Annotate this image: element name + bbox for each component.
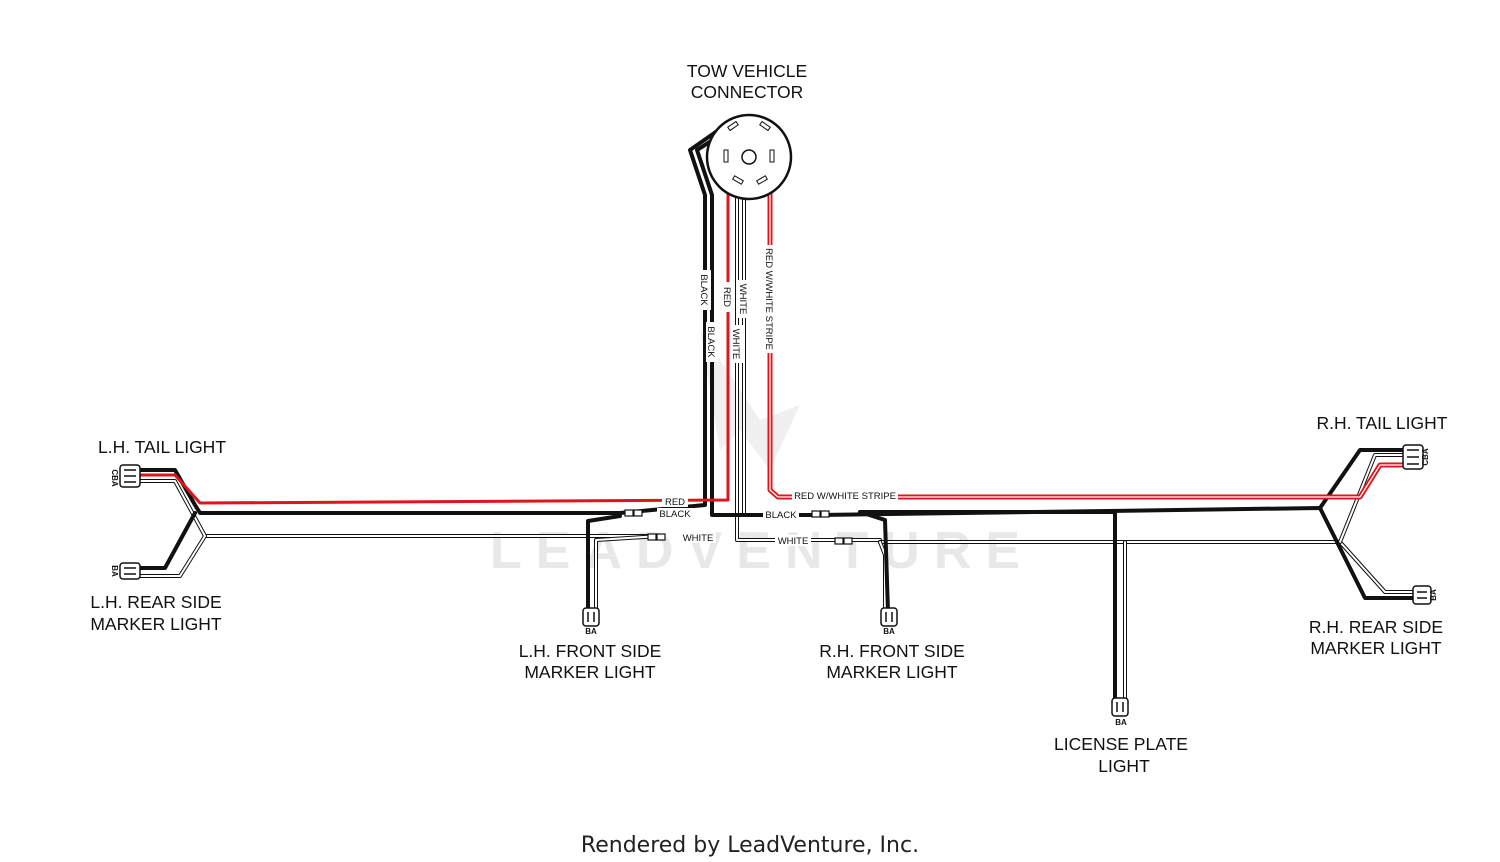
white-wire-label-1: WHITE <box>730 329 741 360</box>
red-wire-label: RED <box>721 287 732 307</box>
red-white-stripe-wire-label-horizontal: RED W/WHITE STRIPE <box>794 491 896 502</box>
pin-labels: CBA BA BA BA BA CBA BA <box>110 448 1438 727</box>
component-labels: TOW VEHICLE CONNECTOR L.H. TAIL LIGHT L.… <box>90 61 1447 776</box>
tow-vehicle-connector <box>705 113 793 201</box>
black-wire-label-1: BLACK <box>698 274 709 306</box>
lh-rear-pin-label: BA <box>110 565 119 577</box>
license-plate-light-label-line2: LIGHT <box>1098 756 1150 776</box>
rh-tail-light-connector <box>1402 444 1424 470</box>
wire-labels: BLACK BLACK RED WHITE WHITE RED W/WHITE … <box>657 245 898 547</box>
white-wire-label-2: WHITE <box>737 284 748 315</box>
rh-tail-light-label: R.H. TAIL LIGHT <box>1317 413 1448 433</box>
rh-front-side-marker-label-line1: R.H. FRONT SIDE <box>819 641 965 661</box>
rh-rear-side-marker-label-line1: R.H. REAR SIDE <box>1309 617 1443 637</box>
white-wire-label-lh: WHITE <box>683 533 714 544</box>
red-wire-label-horizontal: RED <box>665 497 685 508</box>
lh-tail-light-label: L.H. TAIL LIGHT <box>98 437 226 457</box>
license-plate-light-connector <box>1111 697 1129 717</box>
lh-rear-side-marker-label-line2: MARKER LIGHT <box>90 614 222 634</box>
license-plate-light-label-line1: LICENSE PLATE <box>1054 734 1188 754</box>
watermark: LEADVENTURE <box>490 330 1034 580</box>
black-wire-label-lh: BLACK <box>659 509 691 520</box>
red-white-stripe-wire-label-vertical: RED W/WHITE STRIPE <box>763 248 774 350</box>
rh-tail-pin-label: CBA <box>1421 448 1430 466</box>
rh-front-side-marker-label-line2: MARKER LIGHT <box>826 662 958 682</box>
footer-credit: Rendered by LeadVenture, Inc. <box>581 833 919 858</box>
rh-rear-side-marker-connector <box>1412 585 1432 605</box>
lh-front-side-marker-label-line2: MARKER LIGHT <box>524 662 656 682</box>
license-pin-label: BA <box>1115 718 1127 727</box>
watermark-text: LEADVENTURE <box>490 522 1034 580</box>
lh-front-side-marker-label-line1: L.H. FRONT SIDE <box>519 641 662 661</box>
rh-front-side-marker-connector <box>880 607 898 627</box>
black-wires <box>138 118 1417 702</box>
tow-vehicle-connector-label-line2: CONNECTOR <box>691 82 803 102</box>
rh-front-pin-label: BA <box>883 627 895 636</box>
lh-rear-side-marker-connector <box>119 562 141 580</box>
inline-connectors <box>624 509 853 545</box>
wire-harness <box>138 118 1417 702</box>
rh-rear-side-marker-label-line2: MARKER LIGHT <box>1310 638 1442 658</box>
lh-front-side-marker-connector <box>582 607 600 627</box>
tow-vehicle-connector-label-line1: TOW VEHICLE <box>687 61 807 81</box>
red-white-stripe-wire <box>767 147 1408 500</box>
lh-front-pin-label: BA <box>585 627 597 636</box>
lh-tail-pin-label: CBA <box>110 469 119 487</box>
rh-rear-pin-label: BA <box>1429 589 1438 601</box>
lamp-connectors <box>119 444 1432 717</box>
red-wire <box>138 148 730 505</box>
lh-rear-side-marker-label-line1: L.H. REAR SIDE <box>90 592 221 612</box>
white-wire-label-rh: WHITE <box>778 536 809 547</box>
black-wire-label-rh: BLACK <box>765 510 797 521</box>
black-wire-label-2: BLACK <box>705 326 716 358</box>
lh-tail-light-connector <box>119 464 141 488</box>
